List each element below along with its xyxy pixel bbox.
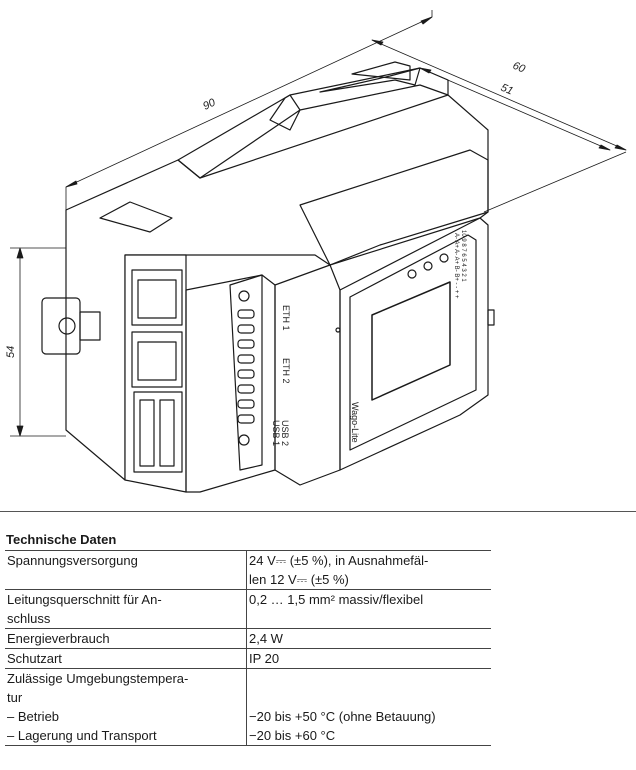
eth2-label: ETH 2 xyxy=(281,358,291,384)
usb2-label: USB 2 xyxy=(280,420,290,446)
spec-value-cell: 2,4 W xyxy=(247,629,492,649)
spec-label-cell: Leitungsquerschnitt für An-schluss xyxy=(5,589,247,629)
spec-value-cell: IP 20 xyxy=(247,649,492,669)
usb1-label: USB 1 xyxy=(271,420,281,446)
spec-label-line: – Lagerung und Transport xyxy=(7,728,157,743)
spec-label-line: Energieverbrauch xyxy=(7,631,110,646)
din-clip xyxy=(41,297,101,355)
spec-table: Spannungsversorgung 24 V⎓ (±5 %), in Ausn… xyxy=(5,550,491,746)
spec-value-line: 0,2 … 1,5 mm² massiv/flexibel xyxy=(249,592,424,607)
spec-value-line: len 12 V⎓ (±5 %) xyxy=(249,572,349,587)
dim-label-60: 60 xyxy=(511,60,528,76)
spec-label-line: Leitungsquerschnitt für An- xyxy=(7,592,162,607)
dim-label-90: 90 xyxy=(201,96,218,112)
spec-value-cell: 0,2 … 1,5 mm² massiv/flexibel xyxy=(247,590,492,629)
spec-row: Schutzart IP 20 xyxy=(5,648,492,669)
dim-label-54: 54 xyxy=(5,346,17,358)
spec-label-line: Schutzart xyxy=(7,651,62,666)
device-drawing-svg: 90 60 51 54 ETH 1 ETH 2 USB 2 USB 1 Wago… xyxy=(5,10,627,493)
spec-value-line xyxy=(249,669,489,688)
terminal-strip xyxy=(185,274,276,493)
spec-value-line xyxy=(249,688,489,707)
spec-label-cell: Spannungsversorgung xyxy=(5,550,247,590)
spec-value-line: 2,4 W xyxy=(249,631,283,646)
spec-label-line: schluss xyxy=(7,611,51,626)
spec-value-line: −20 bis +50 °C (ohne Betauung) xyxy=(249,709,436,724)
spec-row: Zulässige Umgebungstempera-tur – Betrieb –… xyxy=(5,668,492,746)
spec-row: Spannungsversorgung 24 V⎓ (±5 %), in Ausn… xyxy=(5,550,492,590)
spec-value-line: 24 V⎓ (±5 %), in Ausnahmefäl- xyxy=(249,553,429,568)
spec-label-cell: Schutzart xyxy=(5,648,247,669)
section-divider xyxy=(0,511,636,512)
spec-label-cell: Energieverbrauch xyxy=(5,628,247,649)
spec-label-line: – Betrieb xyxy=(7,709,60,724)
pin-functions: A- A+ A- A+ B- B+ - - + + xyxy=(453,233,459,299)
spec-label-line: tur xyxy=(7,690,23,705)
dimension-lines xyxy=(10,10,627,437)
front-housing xyxy=(274,217,495,486)
dim-label-51: 51 xyxy=(499,82,515,98)
eth1-label: ETH 1 xyxy=(281,305,291,331)
spec-value-cell: 24 V⎓ (±5 %), in Ausnahmefäl-len 12 V⎓ (… xyxy=(247,551,492,590)
section-title: Technische Daten xyxy=(6,532,117,547)
pin-numbers: 10 9 8 7 6 5 4 3 2 1 xyxy=(460,230,466,282)
spec-value-cell: −20 bis +50 °C (ohne Betauung) −20 bis +6… xyxy=(247,669,492,746)
spec-value-line: −20 bis +60 °C xyxy=(249,728,336,743)
spec-label-line: Spannungsversorgung xyxy=(7,553,138,568)
eth-connector-block xyxy=(131,269,183,473)
technical-drawing: 90 60 51 54 ETH 1 ETH 2 USB 2 USB 1 Wago… xyxy=(5,10,627,493)
brand-label: Wago-Lite xyxy=(350,402,360,443)
spec-table-body: Spannungsversorgung 24 V⎓ (±5 %), in Ausn… xyxy=(5,550,492,746)
spec-row: Energieverbrauch 2,4 W xyxy=(5,628,492,649)
spec-label-line: Zulässige Umgebungstempera- xyxy=(7,671,189,686)
spec-value-line: IP 20 xyxy=(249,651,280,666)
spec-label-cell: Zulässige Umgebungstempera-tur – Betrieb –… xyxy=(5,668,247,746)
top-rails xyxy=(177,61,449,179)
